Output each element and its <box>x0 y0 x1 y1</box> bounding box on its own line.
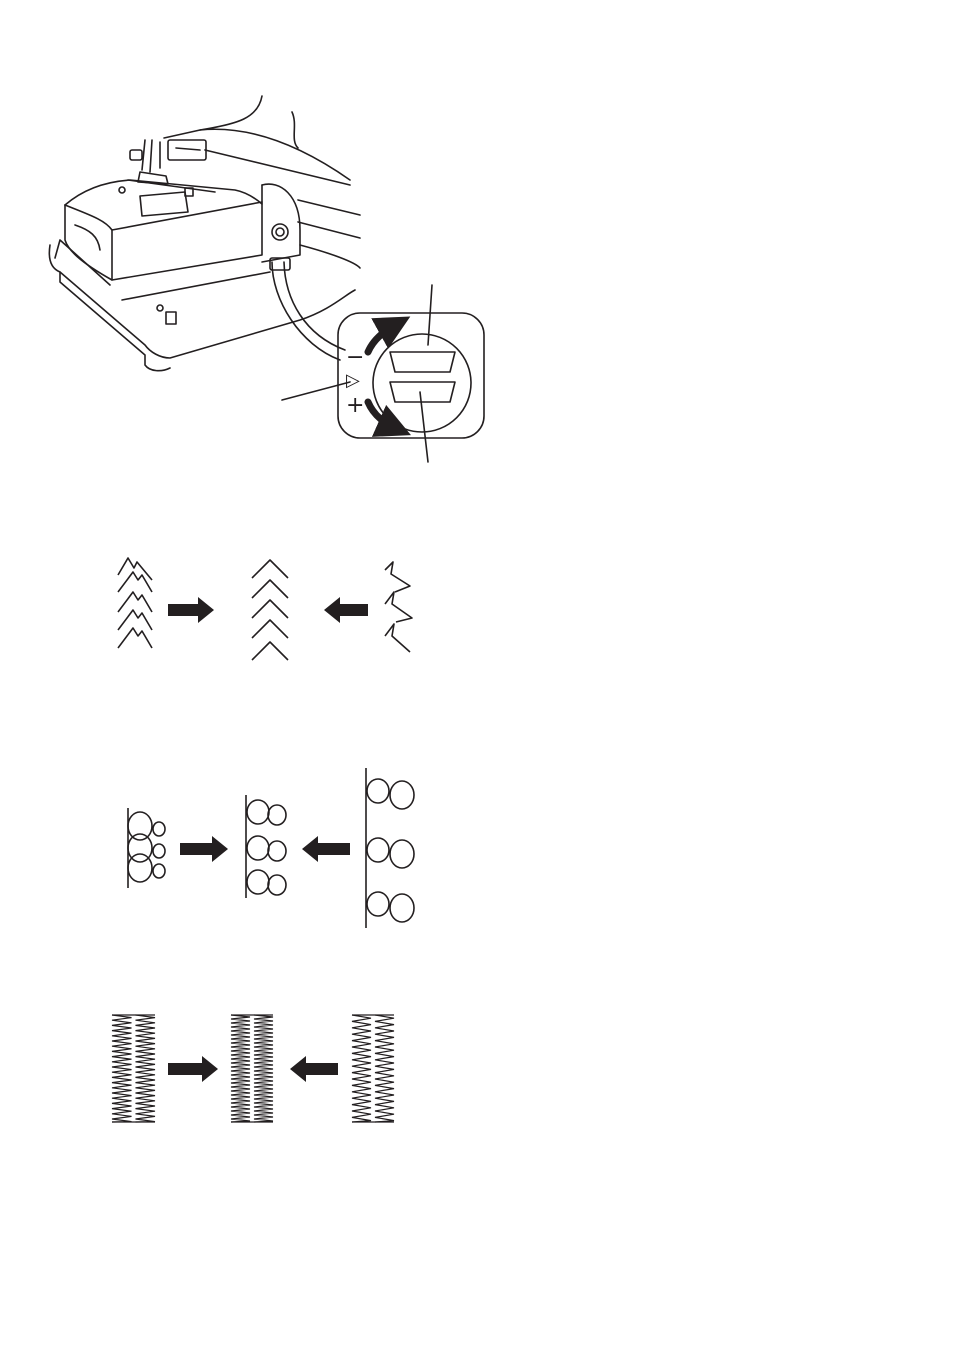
circles-stretched <box>366 768 414 928</box>
arrow-left-icon <box>302 836 350 862</box>
satin-stitches <box>352 1015 394 1122</box>
arrow-left-icon <box>290 1056 338 1082</box>
circles-compressed <box>128 808 165 888</box>
arrow-right-icon <box>168 1056 218 1082</box>
satin-stitches <box>231 1015 273 1122</box>
arrow-right-icon <box>168 597 214 623</box>
zigzag-stretched <box>385 562 412 652</box>
zigzag-compressed <box>118 558 152 648</box>
satin-stretched <box>352 1015 394 1122</box>
sewing-machine-illustration <box>49 96 484 462</box>
dial-marks: − ▷ + <box>346 345 364 418</box>
zigzag-balanced <box>252 560 288 660</box>
satin-balanced <box>231 1015 273 1122</box>
neutral-mark: ▷ <box>346 370 360 391</box>
satin-compressed <box>112 1015 155 1122</box>
satin-stitches <box>112 1015 155 1122</box>
plus-mark: + <box>346 393 364 418</box>
satin-row <box>112 1015 394 1122</box>
arrow-left-icon <box>324 597 368 623</box>
circles-balanced <box>246 795 286 898</box>
arrow-right-icon <box>180 836 228 862</box>
minus-mark: − <box>346 345 364 370</box>
circles-row <box>128 768 414 928</box>
satin-arrows <box>168 1056 338 1082</box>
